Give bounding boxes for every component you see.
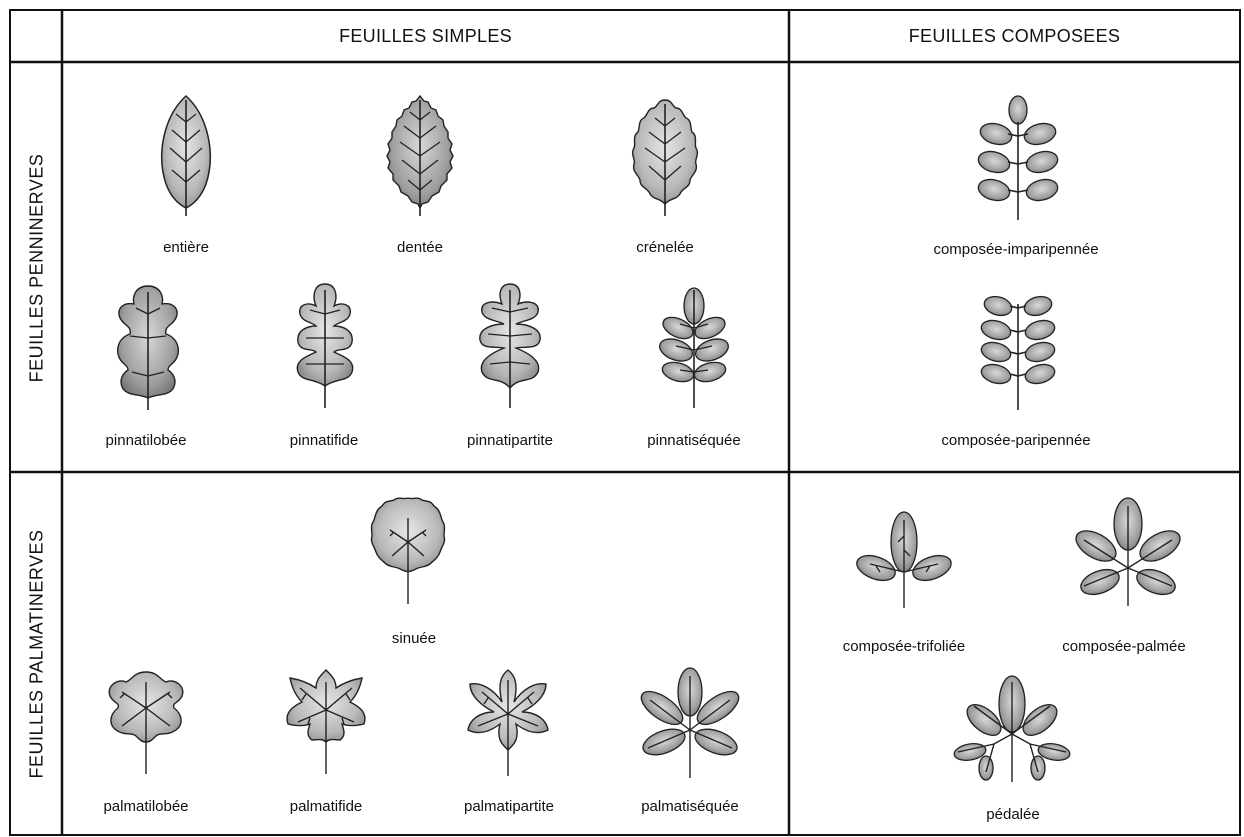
label-entiere: entière	[163, 239, 209, 256]
label-pinnatipartite: pinnatipartite	[467, 432, 553, 449]
leaf-palmatisequee-icon	[636, 666, 744, 780]
column-header-composees: FEUILLES COMPOSEES	[789, 26, 1240, 47]
label-crenelee: crénelée	[636, 239, 694, 256]
leaf-entiere-icon	[150, 92, 222, 220]
leaf-sinuee-icon	[368, 494, 448, 608]
label-palmatipartite: palmatipartite	[464, 798, 554, 815]
label-pinnatisequee: pinnatiséquée	[647, 432, 740, 449]
leaf-palmatifide-icon	[280, 666, 372, 776]
label-sinuee: sinuée	[392, 630, 436, 647]
row-header-palmatinerves: FEUILLES PALMATINERVES	[27, 529, 48, 778]
leaf-palmatipartite-icon	[462, 666, 554, 778]
leaf-composee-imparipennee-icon	[968, 92, 1068, 224]
label-pinnatilobee: pinnatilobée	[106, 432, 187, 449]
label-dentee: dentée	[397, 239, 443, 256]
leaf-composee-trifoliee-icon	[852, 506, 956, 610]
leaf-pedalee-icon	[950, 674, 1074, 784]
label-pedalee: pédalée	[986, 806, 1039, 823]
leaf-palmatilobee-icon	[102, 668, 190, 776]
leaf-pinnatilobee-icon	[108, 282, 188, 414]
leaf-composee-palmee-icon	[1072, 496, 1184, 608]
leaf-pinnatifide-icon	[286, 280, 364, 412]
leaf-composee-paripennee-icon	[968, 288, 1068, 414]
label-composee-imparipennee: composée-imparipennée	[933, 241, 1098, 258]
leaf-crenelee-icon	[628, 96, 702, 220]
label-composee-palmee: composée-palmée	[1062, 638, 1185, 655]
label-palmatifide: palmatifide	[290, 798, 363, 815]
label-pinnatifide: pinnatifide	[290, 432, 358, 449]
column-header-simples: FEUILLES SIMPLES	[62, 26, 789, 47]
leaf-pinnatipartite-icon	[470, 280, 550, 412]
label-palmatilobee: palmatilobée	[103, 798, 188, 815]
label-composee-paripennee: composée-paripennée	[941, 432, 1090, 449]
label-palmatisequee: palmatiséquée	[641, 798, 739, 815]
row-header-penninerves: FEUILLES PENNINERVES	[27, 154, 48, 383]
leaf-dentee-icon	[380, 92, 460, 220]
label-composee-trifoliee: composée-trifoliée	[843, 638, 966, 655]
leaf-pinnatisequee-icon	[656, 284, 732, 412]
